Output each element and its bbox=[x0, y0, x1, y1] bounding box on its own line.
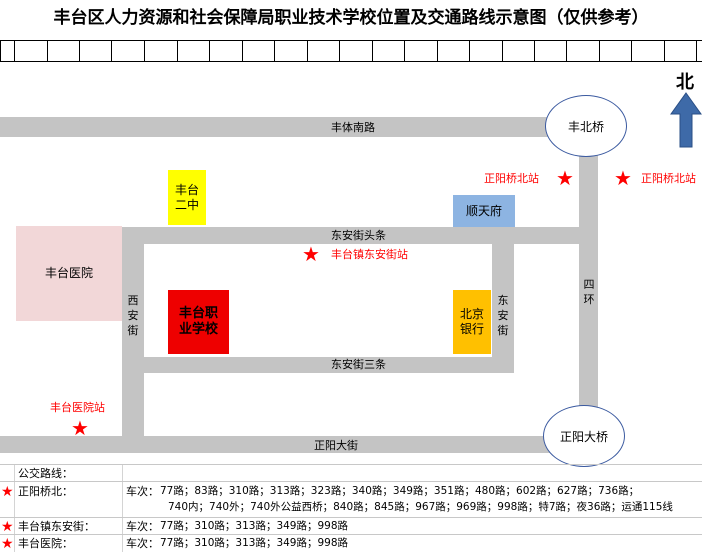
road-fengti-south bbox=[0, 117, 590, 137]
legend-routes-fengtaizhen-dongan: 77路；310路；313路；349路；998路 bbox=[160, 520, 349, 532]
road-label-dongan-toutiao: 东安街头条 bbox=[331, 229, 386, 242]
shuntianfu: 顺天府 bbox=[453, 195, 515, 227]
bus-route-header: 公交路线： bbox=[18, 467, 73, 480]
legend-routes-zhengyangqiao-line2: 740内；740外；740外公益西桥；840路；845路；967路；969路；9… bbox=[168, 501, 673, 513]
road-dongan-santiao bbox=[122, 357, 514, 373]
road-label-dongjie: 东安街 bbox=[497, 294, 509, 337]
bus-stop-label-fengtaizhen-dongan: 丰台镇东安街站 bbox=[331, 248, 408, 261]
road-label-xianjie: 西安街 bbox=[127, 294, 139, 337]
bus-stop-label-zhengyangqiao-north-1: 正阳桥北站 bbox=[484, 172, 539, 185]
legend-stop-zhengyangqiao-north: 正阳桥北： bbox=[18, 485, 73, 498]
bus-stop-label-hospital: 丰台医院站 bbox=[50, 401, 105, 414]
bus-stop-label-zhengyangqiao-north-2: 正阳桥北站 bbox=[641, 172, 696, 185]
legend-stop-hospital: 丰台医院： bbox=[18, 537, 73, 550]
legend-routes-zhengyangqiao-line1: 77路；83路；310路；313路；323路；340路；349路；351路；48… bbox=[160, 485, 640, 497]
spreadsheet-grid-row bbox=[0, 40, 702, 62]
page-title: 丰台区人力资源和社会保障局职业技术学校位置及交通路线示意图（仅供参考） bbox=[53, 8, 649, 28]
legend-routes-prefix: 车次： bbox=[126, 520, 159, 533]
north-label: 北 bbox=[676, 72, 694, 93]
road-label-dongan-santiao: 东安街三条 bbox=[331, 358, 386, 371]
road-dongjie bbox=[492, 227, 514, 373]
bus-stop-star-icon: ★ bbox=[71, 416, 89, 440]
bus-stop-star-icon: ★ bbox=[614, 166, 632, 190]
fengtai-vocational-school: 丰台职业学校 bbox=[168, 290, 229, 354]
road-label-sihuan: 四环 bbox=[583, 278, 595, 306]
road-sihuan bbox=[579, 140, 598, 423]
bank-of-beijing: 北京银行 bbox=[453, 290, 491, 354]
legend-routes-hospital: 77路；310路；313路；349路；998路 bbox=[160, 537, 349, 549]
bus-stop-star-icon: ★ bbox=[1, 536, 14, 552]
legend-routes-prefix: 车次： bbox=[126, 485, 159, 498]
fengbei-bridge: 丰北桥 bbox=[545, 95, 627, 157]
bus-stop-star-icon: ★ bbox=[1, 519, 14, 535]
legend-stop-fengtaizhen-dongan: 丰台镇东安街： bbox=[18, 520, 95, 533]
road-xianjie bbox=[122, 227, 144, 439]
bus-stop-star-icon: ★ bbox=[1, 484, 14, 500]
road-dongan-toutiao bbox=[122, 227, 580, 244]
zhengyang-bridge: 正阳大桥 bbox=[543, 405, 625, 467]
road-zhengyang bbox=[0, 436, 562, 453]
bus-route-table: 公交路线： ★ 正阳桥北： 车次： 77路；83路；310路；313路；323路… bbox=[0, 464, 702, 552]
north-arrow-icon bbox=[670, 92, 702, 148]
road-label-fengti-south: 丰体南路 bbox=[331, 121, 375, 134]
fengtai-no2-school: 丰台二中 bbox=[168, 170, 206, 225]
bus-stop-star-icon: ★ bbox=[302, 242, 320, 266]
fengtai-hospital: 丰台医院 bbox=[16, 226, 122, 321]
road-label-zhengyang: 正阳大街 bbox=[314, 439, 358, 452]
legend-routes-prefix: 车次： bbox=[126, 537, 159, 550]
bus-stop-star-icon: ★ bbox=[556, 166, 574, 190]
